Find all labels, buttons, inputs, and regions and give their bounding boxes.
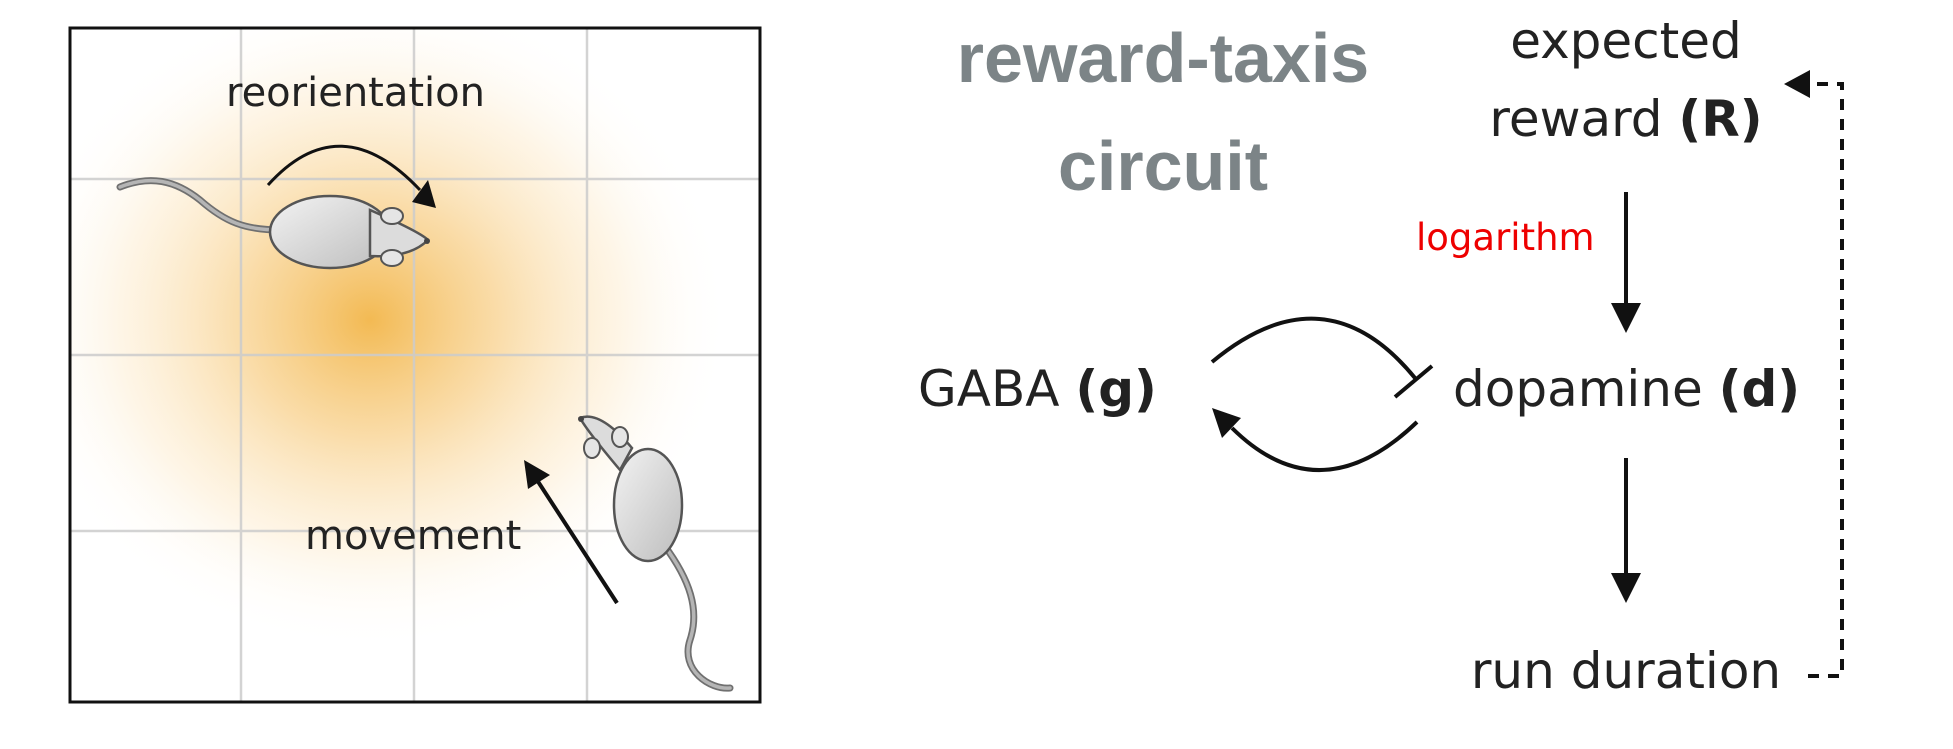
dopamine-to-run-arrow bbox=[1611, 458, 1641, 603]
movement-label: movement bbox=[305, 513, 521, 559]
circuit-title-line2: circuit bbox=[1058, 127, 1268, 205]
reorientation-arrow bbox=[266, 144, 436, 208]
dopamine-node: dopamine (d) bbox=[1453, 360, 1800, 418]
arena-grid bbox=[70, 28, 760, 702]
run-duration-node: run duration bbox=[1471, 642, 1781, 700]
dopamine-to-gaba-arc bbox=[1212, 408, 1419, 472]
expected-reward-line1: expected bbox=[1510, 12, 1742, 70]
reward-heatmap bbox=[70, 28, 730, 650]
gaba-inhibits-dopamine-arc bbox=[1210, 316, 1434, 399]
feedback-dashed-arrow bbox=[1784, 70, 1844, 678]
expected-reward-node: expected reward (R) bbox=[1489, 12, 1762, 148]
gaba-node: GABA (g) bbox=[918, 360, 1157, 418]
arena-panel: reorientation movement bbox=[68, 26, 762, 704]
logarithm-label: logarithm bbox=[1416, 216, 1595, 259]
mouse-icon-reorienting bbox=[116, 177, 430, 270]
expected-reward-line2: reward (R) bbox=[1489, 90, 1762, 148]
mouse-icon-moving bbox=[578, 415, 734, 692]
arena-border bbox=[68, 26, 762, 704]
circuit-title-line1: reward-taxis bbox=[957, 19, 1369, 97]
circuit-panel: reward-taxis circuit expected reward (R)… bbox=[918, 12, 1844, 700]
reorientation-label: reorientation bbox=[226, 70, 485, 116]
reward-to-dopamine-arrow bbox=[1611, 192, 1641, 333]
movement-arrow bbox=[524, 460, 619, 605]
